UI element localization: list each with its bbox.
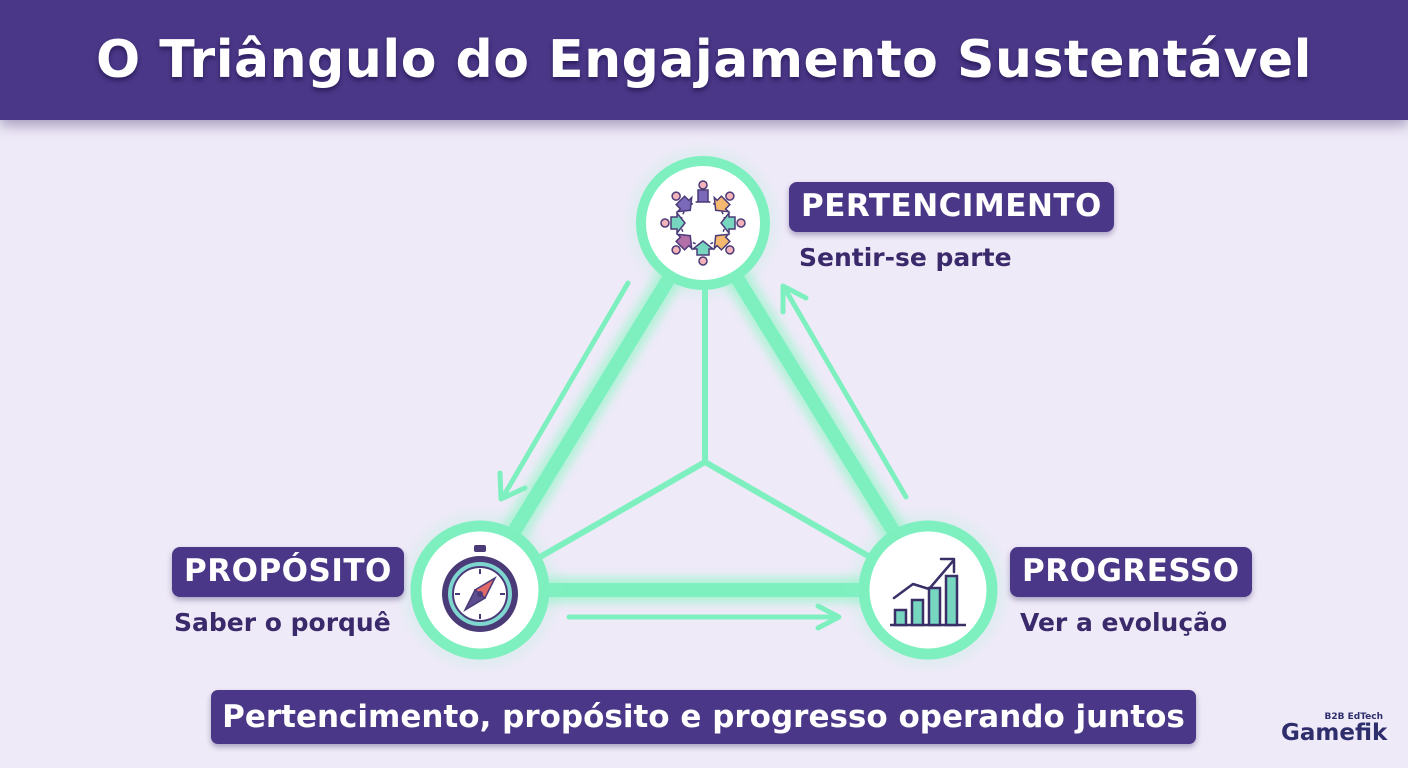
brand-tagline: B2B EdTech (1324, 712, 1384, 722)
caption-pertencimento: Sentir-se parte (799, 243, 1012, 272)
brand-logo: B2B EdTech Gamefik (1281, 712, 1391, 745)
node-progresso (842, 504, 1014, 676)
brand-name: Gamefik (1281, 720, 1388, 746)
arrow-up-right-icon (780, 283, 909, 500)
label-progresso: PROGRESSO (1010, 547, 1252, 597)
footer-text: Pertencimento, propósito e progresso ope… (222, 699, 1185, 735)
footer-summary: Pertencimento, propósito e progresso ope… (211, 690, 1196, 744)
arrow-bottom-right-icon (566, 603, 842, 631)
label-pertencimento: PERTENCIMENTO (789, 182, 1114, 232)
inner-spokes (537, 282, 873, 560)
community-circle-icon (660, 180, 746, 266)
cycle-arrows (497, 280, 909, 631)
label-proposito: PROPÓSITO (172, 547, 404, 597)
caption-proposito: Saber o porquê (174, 608, 391, 637)
node-pertencimento (621, 141, 785, 305)
node-proposito (394, 504, 566, 676)
page-title: O Triângulo do Engajamento Sustentável (95, 30, 1312, 90)
compass-icon (442, 545, 518, 632)
growth-chart-icon (890, 557, 966, 627)
title-bar: O Triângulo do Engajamento Sustentável (0, 0, 1408, 120)
arrow-down-left-icon (497, 280, 631, 502)
caption-progresso: Ver a evolução (1020, 608, 1228, 637)
